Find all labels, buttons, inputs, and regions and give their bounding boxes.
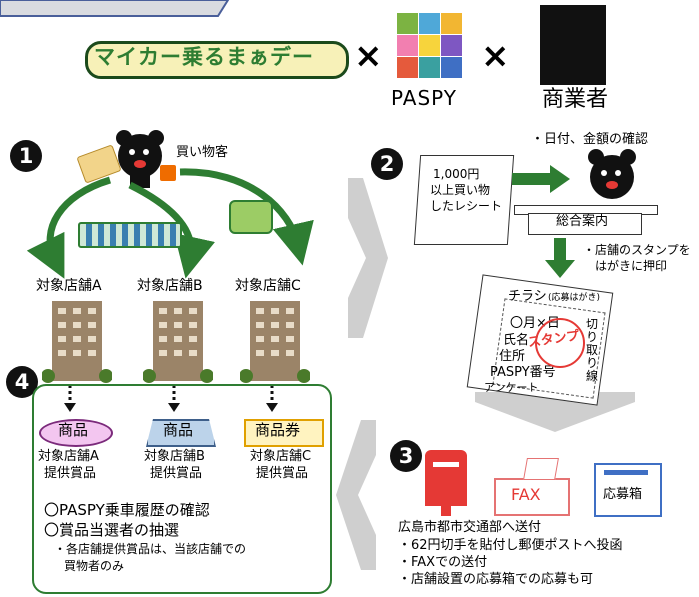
step3-line-3: ・FAXでの送付 — [398, 555, 488, 570]
flyer-line-survey: アンケート — [484, 381, 539, 394]
campaign-logo — [85, 41, 349, 79]
prize-a-badge — [39, 419, 113, 447]
mailbox-leg — [441, 506, 451, 516]
paspy-logo — [397, 13, 463, 83]
counter-to-flyer-arrow — [545, 238, 575, 278]
prize-a-label: 商品 — [58, 421, 89, 439]
flyer-line-address: 住所 — [499, 349, 526, 364]
stamp-note-2: はがきに押印 — [595, 259, 668, 273]
header-tab-decoration — [0, 0, 230, 17]
step4-note-4: 買物者のみ — [64, 559, 125, 573]
arrow-step3-to-step4 — [336, 420, 376, 570]
step1-badge: 1 — [10, 140, 42, 172]
step4-note-3: ・各店舗提供賞品は、当該店舗での — [54, 542, 247, 556]
store-label-c: 対象店舗C — [235, 278, 301, 294]
receipt-to-counter-arrow — [512, 165, 570, 193]
counter-label: 総合案内 — [556, 214, 609, 229]
confirm-note: ・日付、金額の確認 — [531, 132, 649, 147]
step4-panel — [32, 384, 332, 594]
paspy-label: PASPY — [391, 86, 457, 110]
store-building-c-icon — [240, 301, 310, 383]
step4-note-2: 〇賞品当選者の抽選 — [44, 521, 180, 539]
step3-line-4: ・店舗設置の応募箱での応募も可 — [398, 572, 594, 587]
store-label-b: 対象店舗B — [137, 278, 203, 294]
flyer-subtitle: (応募はがき) — [548, 293, 601, 303]
store-building-b-icon — [143, 301, 213, 383]
prize-c-label: 商品券 — [255, 421, 301, 439]
shopper-bear-icon — [116, 130, 164, 188]
bus-icon — [229, 200, 273, 234]
step2-badge: 2 — [371, 148, 403, 180]
counter-sign — [528, 213, 642, 235]
fax-label: FAX — [511, 485, 541, 504]
entry-box-label: 応募箱 — [603, 487, 643, 502]
merchant-building-icon — [540, 5, 606, 85]
step3-line-2: ・62円切手を貼付し郵便ポストへ投函 — [398, 538, 623, 553]
prize-a-desc-1: 対象店舗A — [38, 449, 99, 464]
prize-c-desc-1: 対象店舗C — [250, 449, 312, 464]
step4-badge: 4 — [6, 366, 38, 398]
step4-note-1: 〇PASPY乗車履歴の確認 — [44, 501, 210, 519]
multiply-sign-1: × — [354, 36, 383, 76]
prize-b-desc-2: 提供賞品 — [150, 466, 203, 481]
step3-badge: 3 — [390, 440, 422, 472]
multiply-sign-2: × — [481, 36, 510, 76]
shopping-bag-icon — [160, 165, 176, 181]
step3-line-1: 広島市都市交通部へ送付 — [398, 520, 542, 535]
receipt-line-2: 以上買い物 — [430, 183, 491, 197]
stamp-note-1: ・店舗のスタンプを — [583, 243, 691, 257]
prize-b-desc-1: 対象店舗B — [144, 449, 205, 464]
campaign-logo-text: マイカー乗るまぁデー — [94, 45, 314, 69]
entry-box-slot — [604, 470, 648, 475]
train-icon — [78, 222, 182, 248]
prize-a-desc-2: 提供賞品 — [44, 466, 97, 481]
shopper-label: 買い物客 — [176, 145, 229, 160]
receipt-line-3: したレシート — [430, 199, 503, 213]
cut-line-label: 切り取り線 — [586, 317, 599, 383]
merchant-label: 商業者 — [542, 87, 609, 112]
store-building-a-icon — [42, 301, 112, 383]
clerk-bear-icon — [588, 149, 636, 199]
flyer-line-name: 氏名 — [503, 333, 530, 348]
prize-b-label: 商品 — [163, 421, 194, 439]
prize-c-desc-2: 提供賞品 — [256, 466, 309, 481]
store-label-a: 対象店舗A — [36, 278, 102, 294]
flyer-title: チラシ — [508, 289, 547, 304]
mailbox-icon — [425, 450, 467, 506]
mailbox-slot — [433, 462, 459, 467]
prize-c-badge — [244, 419, 324, 447]
stamp-mark — [535, 318, 585, 368]
flyer-line-paspy: PASPY番号 — [490, 365, 556, 380]
fax-paper — [523, 458, 559, 480]
store-to-prize-arrows — [64, 385, 278, 412]
receipt-line-1: 1,000円 — [433, 167, 480, 181]
arrow-step1-to-step2 — [348, 178, 388, 338]
